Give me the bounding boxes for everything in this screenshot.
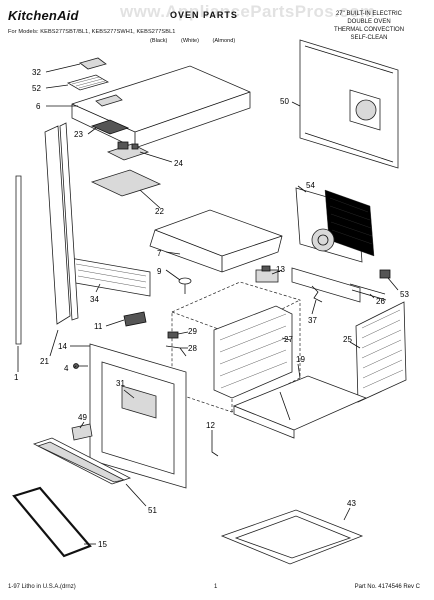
part-24-thermostat [106,141,150,161]
callout-49: 49 [78,413,87,422]
part-50-rear-panel [299,39,399,169]
watermark: www.AppliancePartsPros.com [120,2,376,21]
leader-lines [17,63,399,545]
model-numbers: For Models: KEBS277SBT/BL1, KEBS277SWH1,… [8,29,176,35]
part-23-bracket [90,119,130,135]
footer-litho: 1-97 Litho in U.S.A.(drnz) [8,584,76,590]
oven-cavity [171,281,301,413]
part-19-rack [232,375,368,439]
callout-22: 22 [155,207,164,216]
callout-25: 25 [343,335,352,344]
callout-52: 52 [32,84,41,93]
part-32-vent-cover [79,57,107,70]
callout-23: 23 [74,130,83,139]
callout-43: 43 [347,499,356,508]
part-37-probe [311,285,323,303]
callout-1: 1 [14,373,19,382]
brand-logo: KitchenAid [8,8,79,23]
callout-13: 13 [276,265,285,274]
part-51-door-handle [32,437,132,485]
part-11-switch [123,311,147,327]
part-15-door-gasket [12,486,92,558]
callout-numbers: 32 52 6 50 23 24 54 22 7 9 13 34 26 53 3… [14,68,409,549]
callout-7: 7 [157,249,162,258]
part-52-grille [66,74,110,91]
description-line-1: 27" BUILT-IN ELECTRIC [335,11,403,17]
callout-31: 31 [116,379,125,388]
callout-27: 27 [284,335,293,344]
door-frame [89,343,187,489]
callout-51: 51 [148,506,157,515]
callout-26: 26 [376,297,385,306]
product-description: 27" BUILT-IN ELECTRIC DOUBLE OVEN THERMA… [314,10,424,42]
callout-32: 32 [32,68,41,77]
part-53-clip [379,269,391,279]
part-21-side-trim [44,122,79,325]
part-12-latch [211,436,219,457]
callout-19: 19 [296,355,305,364]
part-13-relay [255,265,279,283]
callout-6: 6 [36,102,41,111]
callout-14: 14 [58,342,67,351]
callout-11: 11 [94,322,103,331]
callout-53: 53 [400,290,409,299]
part-43-broil-pan [220,509,364,565]
callout-24: 24 [174,159,183,168]
description-line-4: SELF-CLEAN [350,35,388,41]
part-9-sensor [178,277,192,294]
footer-part-number: Part No. 4174546 Rev C [354,584,420,590]
part-29-terminal [167,331,179,339]
model-colors: (Black) (White) (Almond) [150,38,236,44]
part-22-insulation [90,169,162,197]
description-line-2: DOUBLE OVEN [347,19,391,25]
part-1-trim-rod [15,175,22,345]
callout-28: 28 [188,344,197,353]
callout-12: 12 [206,421,215,430]
part-7-wrapper-top [149,209,283,273]
part-49-door-trim [71,423,93,441]
part-26-rail [349,283,387,301]
callout-29: 29 [188,327,197,336]
part-54-convection-fan [291,187,375,303]
part-34-control-panel [69,257,151,297]
callout-50: 50 [280,97,289,106]
callout-37: 37 [308,316,317,325]
callout-15: 15 [98,540,107,549]
callout-21: 21 [40,357,49,366]
part-28-wire [165,345,187,357]
callout-9: 9 [157,267,162,276]
callout-54: 54 [306,181,315,190]
footer-page-number: 1 [214,584,218,590]
description-line-3: THERMAL CONVECTION [333,27,405,33]
part-25-side-panel [355,301,407,403]
page-title: OVEN PARTS [170,10,238,20]
callout-4: 4 [64,364,69,373]
callout-34: 34 [90,295,99,304]
